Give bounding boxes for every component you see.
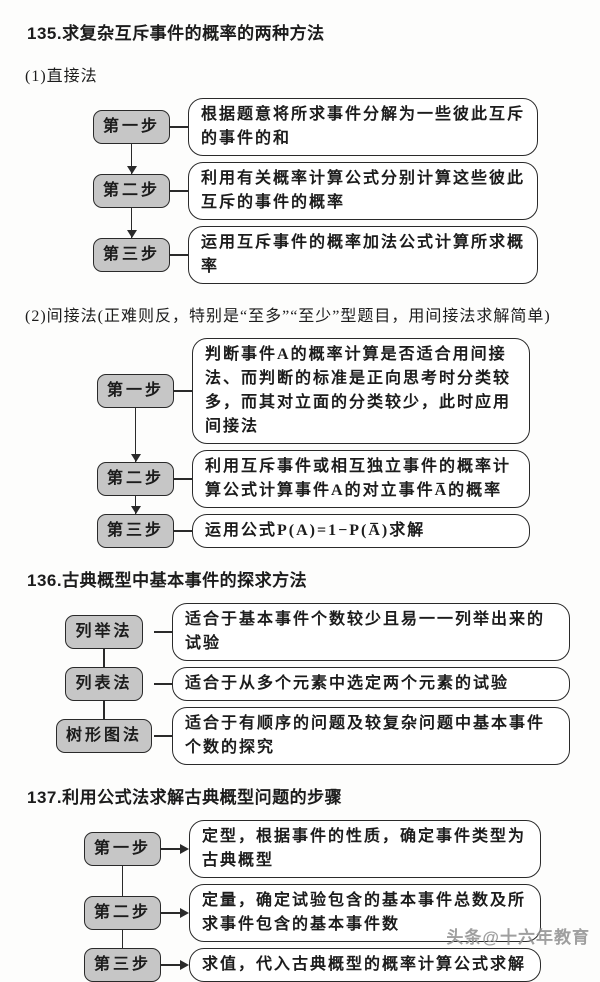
box-bubble-connector bbox=[154, 631, 172, 633]
step2-bubble: 利用互斥事件或相互独立事件的概率计算公式计算事件A的对立事件A̅的概率 bbox=[192, 450, 531, 508]
method-box-column: 列举法 bbox=[54, 615, 154, 649]
step2-box: 第二步 bbox=[97, 462, 175, 496]
flowchart-direct-method: 第一步 根据题意将所求事件分解为一些彼此互斥的事件的和 第二步 利用有关概率计算… bbox=[93, 98, 600, 284]
box-bubble-connector bbox=[170, 254, 189, 256]
toutiao-watermark: 头条@十六年教育 bbox=[446, 928, 590, 947]
step2-bubble: 利用有关概率计算公式分别计算这些彼此互斥的事件的概率 bbox=[188, 162, 539, 220]
section-137-heading: 137.利用公式法求解古典概型问题的步骤 bbox=[27, 788, 343, 807]
vertical-connector-line bbox=[130, 142, 133, 176]
flowchart-basic-event-methods: 列举法 适合于基本事件个数较少且易一一列举出来的试验 列表法 适合于从多个元素中… bbox=[54, 603, 600, 765]
step-box-column: 第二步 bbox=[93, 174, 171, 208]
right-arrow-connector bbox=[161, 907, 189, 919]
box-bubble-connector bbox=[170, 126, 189, 128]
step1-box: 第一步 bbox=[93, 110, 171, 144]
step-box-column: 第一步 bbox=[97, 374, 175, 408]
method-box-column: 树形图法 bbox=[54, 719, 154, 753]
step-box-column: 第三步 bbox=[84, 948, 162, 982]
step3-bubble: 运用互斥事件的概率加法公式计算所求概率 bbox=[188, 226, 539, 284]
box-bubble-connector bbox=[174, 478, 193, 480]
enumeration-method-bubble: 适合于基本事件个数较少且易一一列举出来的试验 bbox=[172, 603, 570, 661]
vertical-connector-line bbox=[121, 928, 124, 950]
step3-box: 第三步 bbox=[84, 948, 162, 982]
step1-bubble: 定型，根据事件的性质，确定事件类型为古典概型 bbox=[189, 820, 542, 878]
flow-row-step2: 第二步 利用互斥事件或相互独立事件的概率计算公式计算事件A的对立事件A̅的概率 bbox=[97, 450, 600, 508]
notes-page: 135.求复杂互斥事件的概率的两种方法 (1)直接法 第一步 根据题意将所求事件… bbox=[0, 0, 600, 956]
flow-row-enumeration: 列举法 适合于基本事件个数较少且易一一列举出来的试验 bbox=[54, 603, 600, 661]
step-box-column: 第一步 bbox=[84, 832, 162, 866]
step1-box: 第一步 bbox=[97, 374, 175, 408]
flow-row-table: 列表法 适合于从多个元素中选定两个元素的试验 bbox=[54, 667, 600, 701]
table-method-box: 列表法 bbox=[65, 667, 143, 701]
flow-row-step3: 第三步 求值，代入古典概型的概率计算公式求解 bbox=[84, 948, 600, 982]
tree-diagram-method-bubble: 适合于有顺序的问题及较复杂问题中基本事件个数的探究 bbox=[172, 707, 570, 765]
vertical-connector-line bbox=[103, 699, 105, 721]
vertical-connector-line bbox=[134, 494, 137, 516]
flow-row-step2: 第二步 定量，确定试验包含的基本事件总数及所求事件包含的基本事件数 bbox=[84, 884, 600, 942]
step1-box: 第一步 bbox=[84, 832, 162, 866]
flow-row-step3: 第三步 运用公式P(A)=1−P(A̅)求解 bbox=[97, 514, 600, 548]
down-arrowhead-icon bbox=[130, 454, 141, 463]
flowchart-indirect-method: 第一步 判断事件A的概率计算是否适合用间接法、而判断的标准是正向思考时分类较多，… bbox=[97, 338, 600, 548]
step-box-column: 第二步 bbox=[97, 462, 175, 496]
step2-box: 第二步 bbox=[84, 896, 162, 930]
step3-box: 第三步 bbox=[93, 238, 171, 272]
box-bubble-connector bbox=[154, 735, 172, 737]
flow-row-step1: 第一步 判断事件A的概率计算是否适合用间接法、而判断的标准是正向思考时分类较多，… bbox=[97, 338, 600, 444]
step1-bubble: 根据题意将所求事件分解为一些彼此互斥的事件的和 bbox=[188, 98, 539, 156]
box-bubble-connector bbox=[174, 530, 193, 532]
vertical-connector-line bbox=[134, 406, 137, 464]
flow-row-step1: 第一步 根据题意将所求事件分解为一些彼此互斥的事件的和 bbox=[93, 98, 600, 156]
table-method-bubble: 适合于从多个元素中选定两个元素的试验 bbox=[172, 667, 570, 701]
step2-box: 第二步 bbox=[93, 174, 171, 208]
tree-diagram-method-box: 树形图法 bbox=[55, 719, 152, 753]
right-arrow-connector bbox=[161, 959, 189, 971]
section-135-heading: 135.求复杂互斥事件的概率的两种方法 bbox=[27, 24, 325, 43]
step3-bubble: 求值，代入古典概型的概率计算公式求解 bbox=[189, 948, 542, 982]
step-box-column: 第一步 bbox=[93, 110, 171, 144]
section-136-heading: 136.古典概型中基本事件的探求方法 bbox=[27, 571, 308, 590]
down-arrowhead-icon bbox=[126, 230, 137, 239]
step2-bubble: 定量，确定试验包含的基本事件总数及所求事件包含的基本事件数 bbox=[189, 884, 542, 942]
box-bubble-connector bbox=[170, 190, 189, 192]
step-box-column: 第三步 bbox=[93, 238, 171, 272]
vertical-connector-line bbox=[121, 864, 124, 898]
down-arrowhead-icon bbox=[126, 166, 137, 175]
step-box-column: 第三步 bbox=[97, 514, 175, 548]
flow-row-step2: 第二步 利用有关概率计算公式分别计算这些彼此互斥的事件的概率 bbox=[93, 162, 600, 220]
box-bubble-connector bbox=[154, 683, 172, 685]
step1-bubble: 判断事件A的概率计算是否适合用间接法、而判断的标准是正向思考时分类较多，而其对立… bbox=[192, 338, 531, 444]
method-box-column: 列表法 bbox=[54, 667, 154, 701]
direct-method-label: (1)直接法 bbox=[25, 68, 98, 85]
flowchart-formula-method-steps: 第一步 定型，根据事件的性质，确定事件类型为古典概型 第二步 定量，确定试验包含… bbox=[84, 820, 600, 982]
vertical-connector-line bbox=[103, 647, 105, 669]
vertical-connector-line bbox=[130, 206, 133, 240]
flow-row-step3: 第三步 运用互斥事件的概率加法公式计算所求概率 bbox=[93, 226, 600, 284]
flow-row-tree-diagram: 树形图法 适合于有顺序的问题及较复杂问题中基本事件个数的探究 bbox=[54, 707, 600, 765]
enumeration-method-box: 列举法 bbox=[65, 615, 143, 649]
down-arrowhead-icon bbox=[130, 506, 141, 515]
right-arrow-connector bbox=[161, 843, 189, 855]
step3-box: 第三步 bbox=[97, 514, 175, 548]
step3-bubble: 运用公式P(A)=1−P(A̅)求解 bbox=[192, 514, 531, 548]
flow-row-step1: 第一步 定型，根据事件的性质，确定事件类型为古典概型 bbox=[84, 820, 600, 878]
step-box-column: 第二步 bbox=[84, 896, 162, 930]
box-bubble-connector bbox=[174, 390, 193, 392]
indirect-method-label: (2)间接法(正难则反，特别是“至多”“至少”型题目，用间接法求解简单) bbox=[25, 308, 551, 325]
